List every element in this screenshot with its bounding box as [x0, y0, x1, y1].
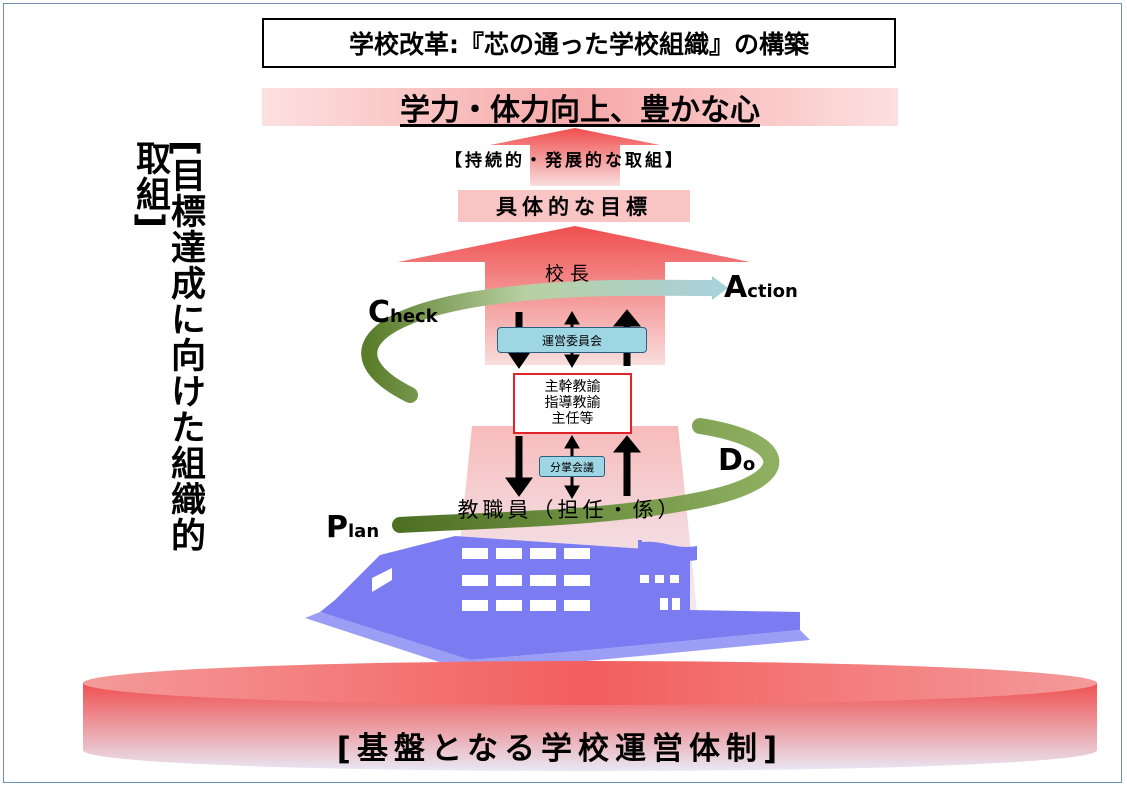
check-initial: C — [368, 295, 391, 330]
foundation-cylinder — [83, 661, 1097, 771]
plan-initial: P — [326, 510, 348, 545]
staff-roles-box: 主幹教諭 指導教諭 主任等 — [513, 373, 632, 434]
do-arc — [392, 418, 780, 533]
action-rest: ction — [747, 281, 798, 302]
check-arc — [361, 279, 720, 403]
action-label: Action — [724, 270, 798, 305]
plan-rest: lan — [348, 521, 380, 542]
teachers-label: 教職員（担任・係） — [457, 498, 683, 522]
do-label: Do — [718, 443, 755, 478]
lower-arrows — [505, 435, 642, 499]
staff-line: 主任等 — [551, 411, 594, 427]
principal-label: 校長 — [544, 263, 595, 285]
target-band — [458, 190, 690, 222]
do-initial: D — [718, 443, 743, 478]
staff-line: 指導教諭 — [544, 395, 601, 411]
plan-label: Plan — [326, 510, 379, 545]
foundation-label: [基盤となる学校運営体制] — [336, 730, 784, 767]
vertical-side-label: [目標達成に向けた組織的取組] — [130, 140, 205, 553]
school-building-icon — [305, 536, 810, 672]
sustained-effort-label: 【持続的・発展的な取組】 — [445, 151, 685, 171]
specific-target-label: 具体的な目標 — [496, 195, 652, 219]
top-arrow — [490, 128, 660, 186]
do-rest: o — [742, 454, 756, 475]
staff-line: 主幹教諭 — [544, 379, 601, 395]
goal-band — [262, 88, 898, 126]
division-meeting-box: 分掌会議 — [539, 456, 605, 477]
action-initial: A — [724, 270, 748, 305]
diagram-frame — [3, 3, 1122, 783]
action-arrowhead — [712, 276, 728, 300]
check-label: Check — [368, 295, 438, 330]
page-title: 学校改革:『芯の通った学校組織』の構築 — [262, 18, 896, 68]
goal-heading: 学力・体力向上、豊かな心 — [400, 93, 760, 128]
management-committee-box: 運営委員会 — [497, 327, 647, 353]
check-rest: heck — [390, 306, 438, 327]
